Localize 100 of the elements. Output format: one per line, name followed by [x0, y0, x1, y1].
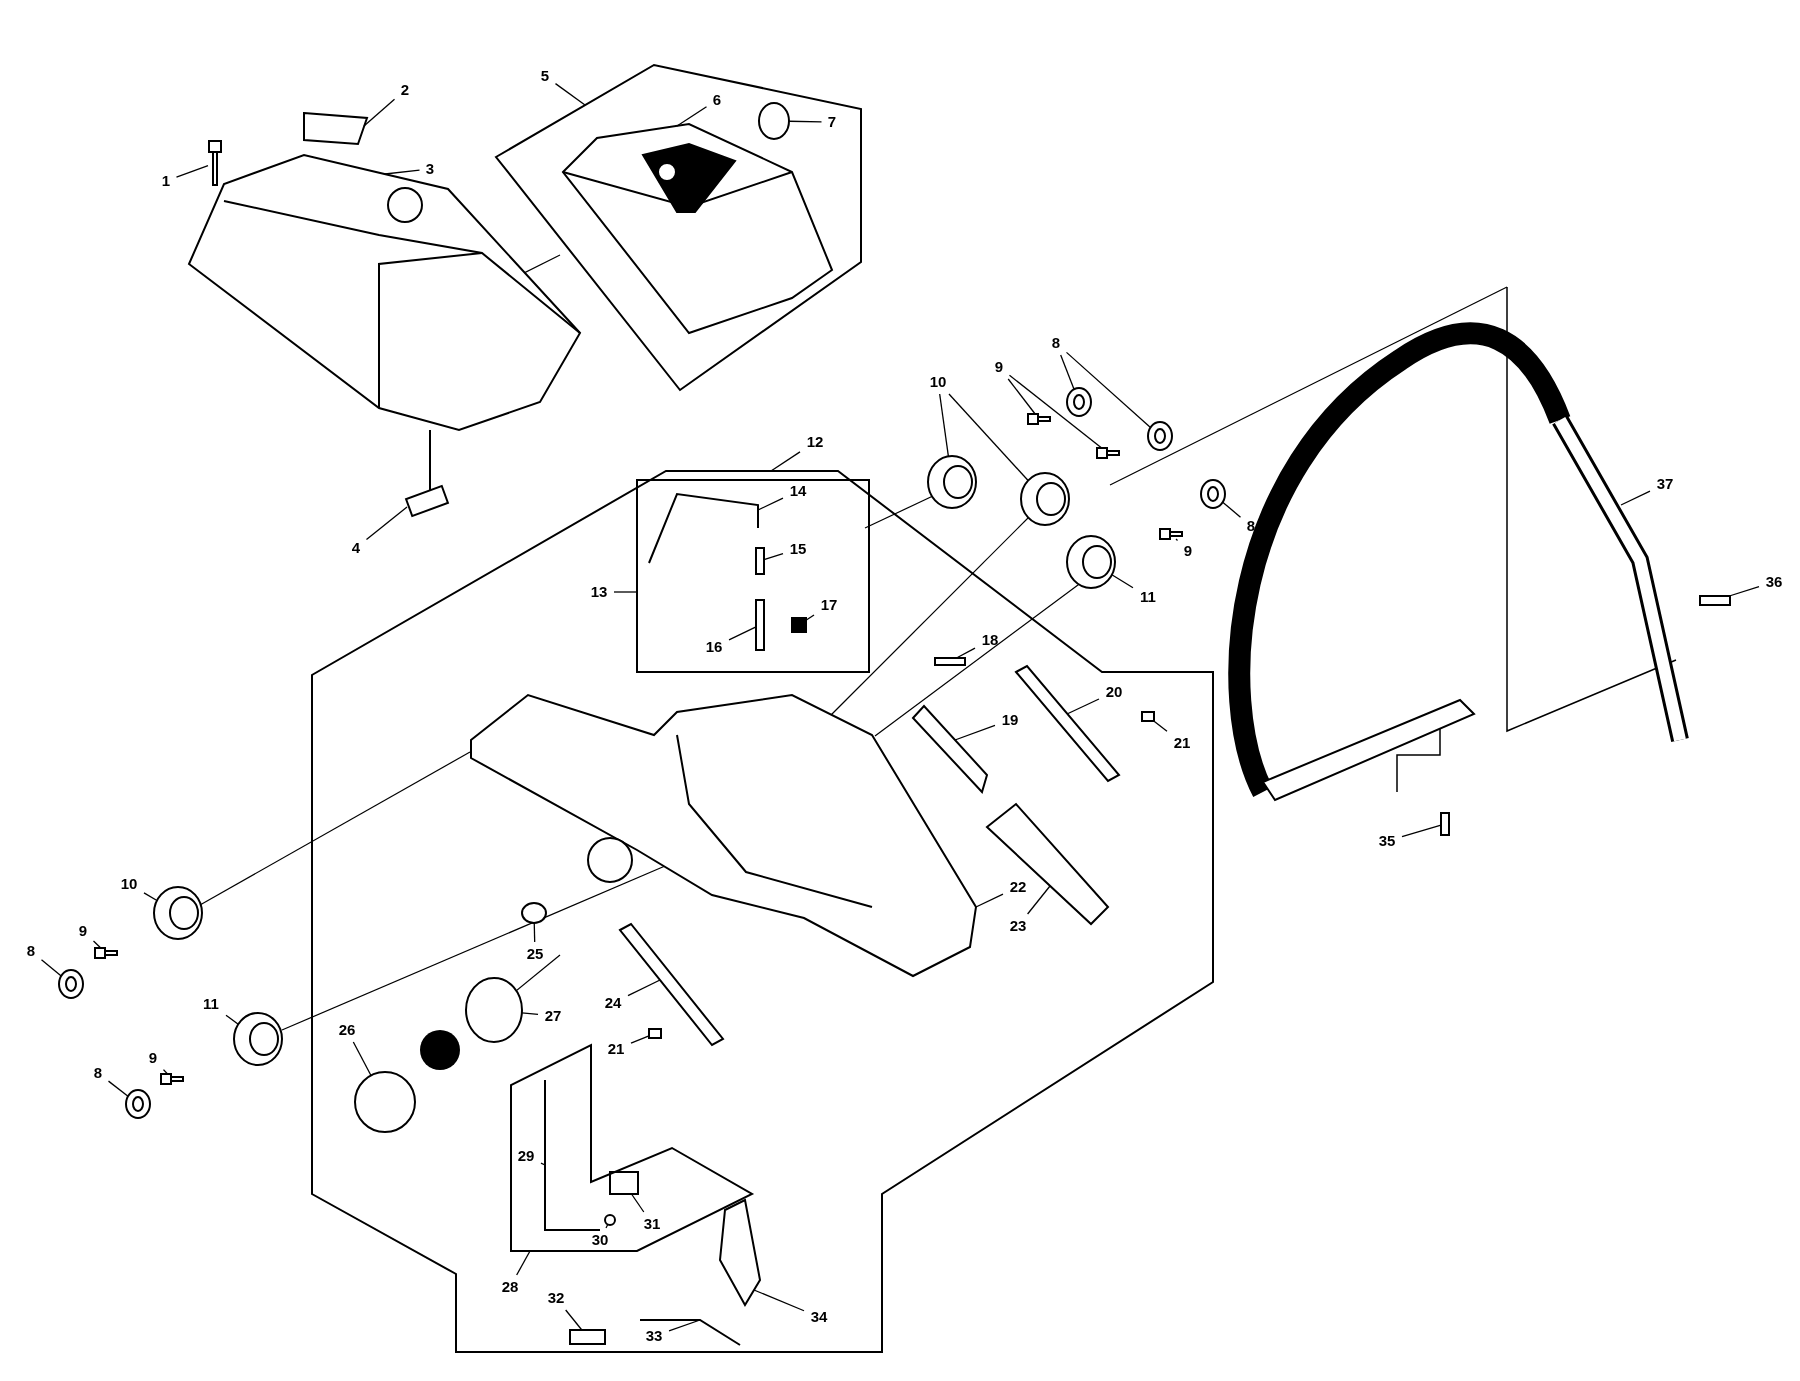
screw — [1699, 595, 1731, 606]
callout-number: 20 — [1105, 683, 1123, 701]
leader-line — [516, 1250, 531, 1276]
damper — [1066, 535, 1116, 589]
callout-number: 9 — [994, 358, 1004, 376]
leader-line — [668, 1319, 701, 1332]
washer — [1147, 421, 1173, 451]
leader-line — [565, 1309, 583, 1331]
callout-number: 11 — [1140, 588, 1156, 606]
callout-number: 6 — [712, 91, 722, 109]
leader-line — [384, 169, 421, 175]
leader-line — [1401, 824, 1442, 838]
leader-line — [1222, 501, 1242, 518]
leader-line — [605, 1223, 609, 1229]
leader-line — [1111, 574, 1134, 589]
leader-line — [1066, 698, 1100, 715]
damper — [927, 455, 977, 509]
leader-line — [1728, 586, 1760, 597]
callout-number: 1 — [161, 172, 171, 190]
leader-line — [763, 553, 784, 561]
callout-number: 4 — [351, 539, 361, 557]
screw — [1440, 812, 1450, 836]
washer — [58, 969, 84, 999]
callout-number: 16 — [705, 638, 723, 656]
leader-line — [107, 1080, 129, 1097]
leader-line — [948, 393, 1029, 482]
callout-number: 8 — [93, 1064, 103, 1082]
damper — [233, 1012, 283, 1066]
callout-number: 30 — [591, 1231, 609, 1249]
screw — [1159, 528, 1183, 540]
washer — [1200, 479, 1226, 509]
leader-line — [728, 626, 757, 641]
leader-line — [1065, 351, 1152, 429]
leader-line — [533, 922, 536, 943]
damper — [1020, 472, 1070, 526]
plate — [404, 429, 450, 518]
screw — [94, 947, 118, 959]
washer — [125, 1089, 151, 1119]
leader-line — [1153, 720, 1168, 732]
callout-number: 35 — [1378, 832, 1396, 850]
callout-number: 10 — [120, 875, 138, 893]
callout-number: 23 — [1009, 917, 1027, 935]
callout-number: 7 — [827, 113, 837, 131]
callout-number: 9 — [148, 1049, 158, 1067]
callout-number: 8 — [26, 942, 36, 960]
group-outline — [494, 63, 862, 392]
leader-line — [1175, 538, 1179, 542]
leader-line — [1026, 885, 1051, 915]
leader-line — [40, 959, 62, 977]
callout-number: 21 — [1173, 734, 1191, 752]
leader-line — [805, 614, 815, 621]
screw — [1027, 413, 1051, 425]
leader-line — [1007, 378, 1036, 415]
callout-number: 21 — [607, 1040, 625, 1058]
callout-number: 8 — [1051, 334, 1061, 352]
callout-number: 12 — [806, 433, 824, 451]
leader-line — [630, 1035, 650, 1044]
callout-number: 33 — [645, 1327, 663, 1345]
leader-line — [1620, 490, 1651, 506]
callout-number: 32 — [547, 1289, 565, 1307]
leader-line — [352, 1041, 372, 1077]
leader-line — [955, 647, 976, 659]
callout-number: 24 — [604, 994, 622, 1012]
leader-line — [613, 591, 638, 593]
leader-line — [554, 82, 586, 106]
callout-number: 5 — [540, 67, 550, 85]
group-outline — [311, 470, 1214, 1353]
leader-line — [521, 1012, 539, 1016]
callout-number: 22 — [1009, 878, 1027, 896]
leader-line — [225, 1014, 239, 1025]
label-plate — [303, 111, 369, 146]
callout-number: 17 — [820, 596, 838, 614]
callout-number: 29 — [517, 1147, 535, 1165]
callout-number: 9 — [1183, 542, 1193, 560]
screw — [1096, 447, 1120, 459]
callout-number: 13 — [590, 583, 608, 601]
leader-line — [630, 1193, 645, 1213]
leader-line — [175, 164, 209, 178]
group-outline — [510, 1043, 755, 1252]
damper — [153, 886, 203, 940]
washer — [1066, 387, 1092, 417]
callout-number: 26 — [338, 1021, 356, 1039]
callout-number: 3 — [425, 160, 435, 178]
callout-number: 31 — [643, 1215, 661, 1233]
leader-line — [954, 724, 996, 741]
callout-number: 19 — [1001, 711, 1019, 729]
leader-line — [975, 893, 1004, 908]
leader-line — [788, 120, 823, 123]
callout-number: 27 — [544, 1007, 562, 1025]
leader-line — [676, 106, 708, 127]
bolt — [208, 140, 222, 186]
callout-number: 10 — [929, 373, 947, 391]
callout-number: 37 — [1656, 475, 1674, 493]
callout-number: 8 — [1246, 517, 1256, 535]
front-handle — [1228, 322, 1689, 802]
leader-line — [363, 98, 396, 127]
leader-line — [757, 497, 784, 511]
leader-line — [540, 1162, 546, 1166]
top-cover — [187, 153, 582, 432]
leader-line — [753, 1289, 805, 1312]
